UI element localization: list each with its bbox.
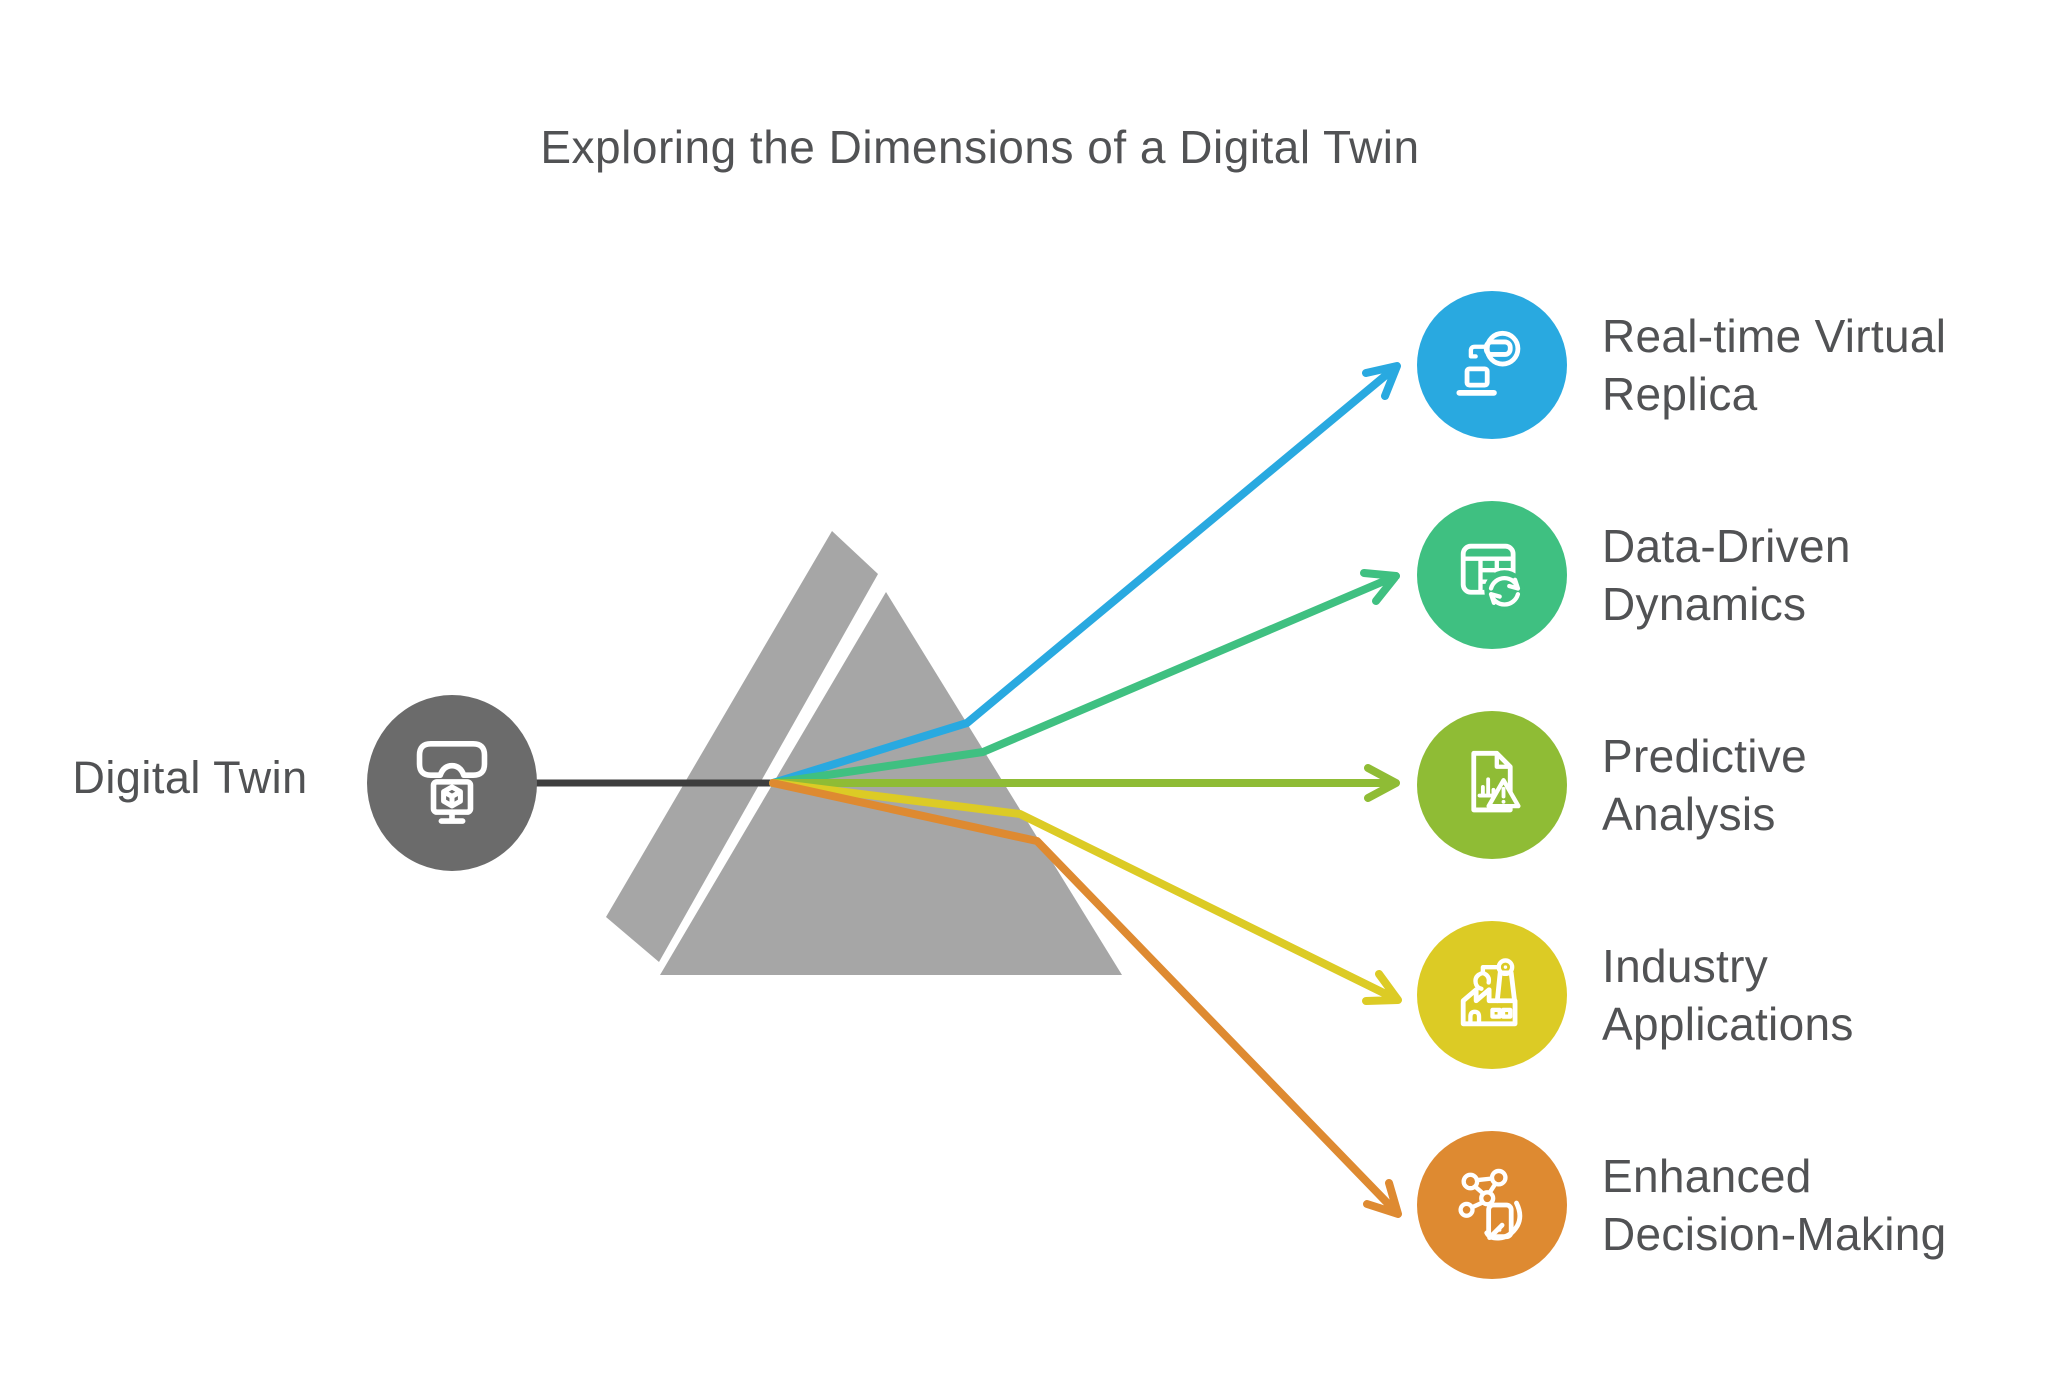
label-line: Data-Driven [1602, 520, 1851, 572]
digital-twin-node [367, 695, 537, 871]
label-line: Industry [1602, 940, 1769, 992]
label-line: Analysis [1602, 788, 1776, 840]
real-time-virtual-replica-label: Real-time Virtual Replica [1602, 307, 2045, 423]
ray-data-driven-dynamics [769, 569, 1400, 787]
label-line: Enhanced [1602, 1150, 1812, 1202]
table-sync-icon [1460, 543, 1525, 611]
data-driven-dynamics-node [1417, 501, 1567, 649]
real-time-virtual-replica-node [1417, 291, 1567, 439]
predictive-analysis-node [1417, 711, 1567, 859]
ray-enhanced-decision-making [769, 779, 1402, 1218]
label-line: Real-time Virtual [1602, 310, 1947, 362]
enhanced-decision-making-node [1417, 1131, 1567, 1279]
source-label: Digital Twin [72, 752, 308, 803]
prism-left-slab [606, 531, 878, 962]
page-title: Exploring the Dimensions of a Digital Tw… [540, 121, 1420, 173]
label-line: Dynamics [1602, 578, 1807, 630]
label-line: Replica [1602, 368, 1758, 420]
vr-goggles-monitor-cube-icon [416, 741, 488, 824]
data-driven-dynamics-label: Data-Driven Dynamics [1602, 517, 2045, 633]
label-line: Applications [1602, 998, 1854, 1050]
enhanced-decision-making-label: Enhanced Decision-Making [1602, 1147, 2045, 1263]
label-line: Predictive [1602, 730, 1807, 782]
industry-applications-node [1417, 921, 1567, 1069]
predictive-analysis-label: Predictive Analysis [1602, 727, 2045, 843]
ray-industry-applications [769, 779, 1402, 1005]
ray-predictive-analysis [769, 764, 1400, 802]
ray-real-time-virtual-replica [769, 362, 1401, 787]
label-line: Decision-Making [1602, 1208, 1947, 1260]
factory-robot-arm-icon [1460, 958, 1518, 1027]
industry-applications-label: Industry Applications [1602, 937, 2045, 1053]
network-hand-phone-icon [1458, 1168, 1523, 1241]
vr-user-laptop-icon [1456, 330, 1521, 396]
report-warning-icon [1471, 750, 1521, 813]
